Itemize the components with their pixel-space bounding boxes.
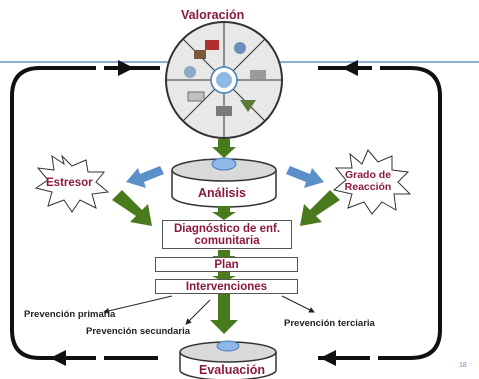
grado-starburst bbox=[332, 149, 412, 215]
diagnostico-box: Diagnóstico de enf. comunitaria bbox=[162, 220, 292, 249]
arrow-to-primaria bbox=[103, 295, 173, 314]
loop-arrowhead-bottom-right bbox=[320, 350, 336, 366]
loop-arrowhead-top-right bbox=[342, 60, 358, 76]
loop-arrowhead-bottom-left bbox=[50, 350, 66, 366]
evaluacion-cylinder bbox=[179, 340, 277, 379]
prevencion-secundaria-label: Prevención secundaria bbox=[86, 326, 191, 337]
estresor-label: Estresor bbox=[46, 177, 93, 189]
page-number: 18 bbox=[459, 362, 467, 369]
valoracion-label: Valoración bbox=[181, 8, 245, 22]
prevencion-terciaria-label: Prevención terciaria bbox=[284, 318, 375, 329]
grado-reaccion-label: Grado de Reacción bbox=[341, 169, 395, 193]
valoracion-wheel bbox=[165, 21, 283, 139]
diagnostico-line2: comunitaria bbox=[194, 234, 260, 247]
green-arrow-from-estresor bbox=[112, 190, 152, 226]
feedback-loop-left bbox=[10, 66, 160, 360]
diagnostico-line1: Diagnóstico de enf. bbox=[173, 222, 281, 235]
blue-arrow-to-estresor bbox=[126, 166, 164, 188]
evaluacion-label: Evaluación bbox=[199, 363, 265, 377]
arrow-to-terciaria bbox=[281, 295, 315, 313]
loop-arrowhead-top-left bbox=[118, 60, 134, 76]
intervenciones-box: Intervenciones bbox=[155, 279, 298, 294]
plan-box: Plan bbox=[155, 257, 298, 272]
estresor-starburst bbox=[34, 154, 110, 213]
grado-line2: Reacción bbox=[344, 181, 392, 193]
blue-arrow-to-grado bbox=[286, 166, 324, 188]
feedback-loop-right bbox=[318, 66, 442, 360]
grado-line1: Grado de bbox=[344, 169, 392, 181]
arrow-to-secundaria bbox=[185, 299, 211, 325]
analisis-label: Análisis bbox=[198, 186, 246, 200]
green-arrow-from-grado bbox=[300, 190, 340, 226]
prevencion-primaria-label: Prevención primaria bbox=[24, 309, 116, 320]
